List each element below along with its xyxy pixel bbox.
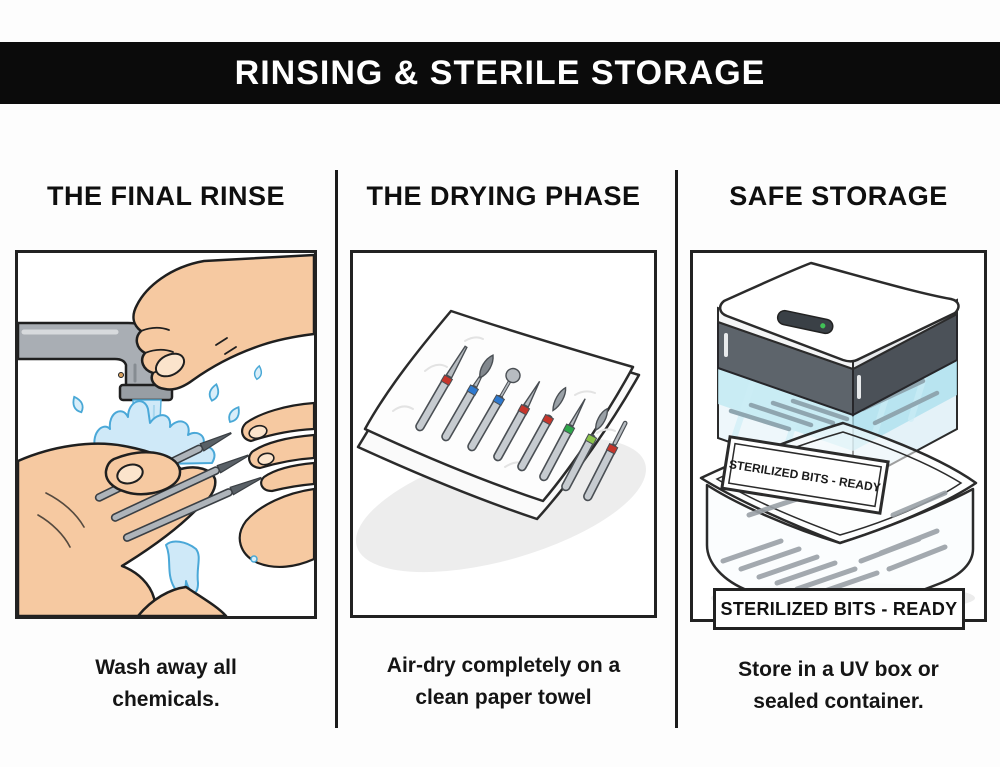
frame-final-rinse bbox=[15, 250, 317, 619]
caption-line-2: chemicals. bbox=[112, 687, 220, 711]
drill-bit bbox=[561, 407, 609, 492]
caption-line-2: clean paper towel bbox=[415, 685, 592, 709]
heading-drying-phase: THE DRYING PHASE bbox=[366, 181, 641, 211]
caption-line-1: Wash away all bbox=[95, 656, 237, 679]
heading-safe-storage: SAFE STORAGE bbox=[729, 181, 948, 211]
caption-line-1: Air-dry completely on a bbox=[386, 654, 621, 677]
indicator-led bbox=[820, 323, 826, 329]
drying-illustration bbox=[356, 309, 646, 573]
panel-divider-2 bbox=[675, 170, 678, 728]
drill-bit bbox=[517, 386, 567, 472]
upper-hand bbox=[132, 253, 314, 391]
panel-divider-1 bbox=[335, 170, 338, 728]
rinse-illustration bbox=[18, 253, 314, 616]
uv-indicator bbox=[776, 309, 834, 335]
caption-line-1: Store in a UV box or bbox=[738, 658, 939, 681]
caption-safe-storage: Store in a UV box or sealed container. bbox=[690, 654, 987, 717]
ready-banner-text: STERILIZED BITS - READY bbox=[720, 598, 958, 619]
caption-drying-phase: Air-dry completely on a clean paper towe… bbox=[350, 650, 657, 713]
wrist bbox=[136, 585, 228, 616]
drill-bit bbox=[493, 380, 541, 462]
thumbnail bbox=[116, 463, 144, 485]
drill-bit bbox=[441, 354, 494, 442]
uv-box-lid bbox=[717, 261, 960, 371]
title-bar: RINSING & STERILE STORAGE bbox=[0, 42, 1000, 104]
container-label: STERILIZED BITS - READY bbox=[720, 435, 890, 515]
drying-bits bbox=[415, 345, 628, 502]
heading-final-rinse: THE FINAL RINSE bbox=[46, 181, 285, 211]
drill-bit bbox=[539, 398, 586, 482]
sealed-container: STERILIZED BITS - READY bbox=[699, 421, 978, 617]
ready-banner: STERILIZED BITS - READY bbox=[713, 588, 965, 630]
caption-final-rinse: Wash away all chemicals. bbox=[15, 652, 317, 715]
caption-line-2: sealed container. bbox=[753, 689, 924, 713]
page-title: RINSING & STERILE STORAGE bbox=[234, 53, 766, 92]
drill-bit bbox=[467, 367, 521, 452]
thumb bbox=[104, 451, 182, 496]
fingernail bbox=[154, 352, 186, 378]
storage-illustration: STERILIZED BITS - READY bbox=[699, 261, 978, 617]
drill-bit bbox=[415, 345, 468, 432]
frame-drying-phase bbox=[350, 250, 657, 618]
frame-safe-storage: STERILIZED BITS - READY bbox=[690, 250, 987, 622]
drill-bit bbox=[583, 420, 628, 502]
lower-right-hand bbox=[238, 401, 314, 569]
